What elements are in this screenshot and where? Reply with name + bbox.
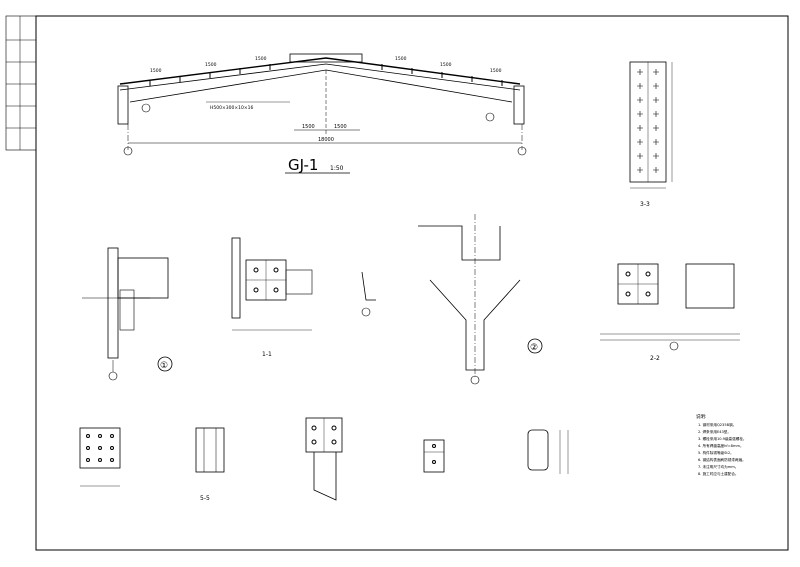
- note-item: 4. 所有焊缝高度hf=8mm。: [698, 443, 744, 448]
- angle-detail: [361, 271, 376, 317]
- top-dim: 1500: [150, 68, 162, 74]
- note-item: 6. 钢结构表面刷防锈漆两遍。: [698, 457, 746, 462]
- bracket-detail: [423, 439, 445, 473]
- detail-1: ①: [82, 247, 173, 381]
- top-dim: 1500: [440, 62, 452, 68]
- small-plate-detail: [527, 429, 569, 474]
- general-notes: 说明: 1. 钢材采用Q235B钢。 2. 焊条采用E43型。 3. 螺栓采用1…: [696, 413, 747, 476]
- span-dimension: 18000: [318, 137, 334, 143]
- note-item: 8. 施工时应与土建配合。: [698, 471, 739, 476]
- note-item: 3. 螺栓采用10.9级高强螺栓。: [698, 436, 747, 441]
- right-half-dim: 1500: [334, 124, 347, 130]
- left-half-dim: 1500: [302, 124, 315, 130]
- note-item: 5. 构件除锈等级St2。: [698, 450, 734, 455]
- detail-2: ②: [418, 214, 543, 385]
- top-dim: 1500: [490, 68, 502, 74]
- section-3-3: 3-3: [629, 61, 673, 208]
- detail-2-label: ②: [530, 343, 538, 353]
- section-2-2-label: 2-2: [650, 355, 660, 362]
- section-5-5-label: 5-5: [200, 495, 210, 502]
- section-3-3-label: 3-3: [640, 201, 650, 208]
- note-item: 2. 焊条采用E43型。: [698, 429, 731, 434]
- frame-title: GJ-1: [288, 156, 318, 174]
- outer-frame: [35, 15, 789, 551]
- detail-1-label: ①: [160, 361, 168, 371]
- section-5-5: 5-5: [195, 427, 225, 502]
- title-strip: [5, 15, 37, 151]
- frame-scale: 1:50: [330, 165, 344, 172]
- section-1-1-label: 1-1: [262, 351, 272, 358]
- note-item: 7. 未注明尺寸均为mm。: [698, 464, 738, 469]
- top-dim: 1500: [255, 56, 267, 62]
- top-dim: 1500: [395, 56, 407, 62]
- main-frame-elevation: 18000 1500 1500 H500×300×10×16 1500 1500…: [117, 53, 527, 156]
- notes-title: 说明:: [696, 413, 707, 420]
- plate-detail: [79, 427, 121, 487]
- note-item: 1. 钢材采用Q235B钢。: [698, 422, 736, 427]
- member-section-label: H500×300×10×16: [210, 105, 253, 111]
- column-connection-detail: [305, 417, 343, 501]
- top-dim: 1500: [205, 62, 217, 68]
- section-2-2: 2-2: [600, 263, 740, 362]
- section-1-1: 1-1: [231, 237, 313, 358]
